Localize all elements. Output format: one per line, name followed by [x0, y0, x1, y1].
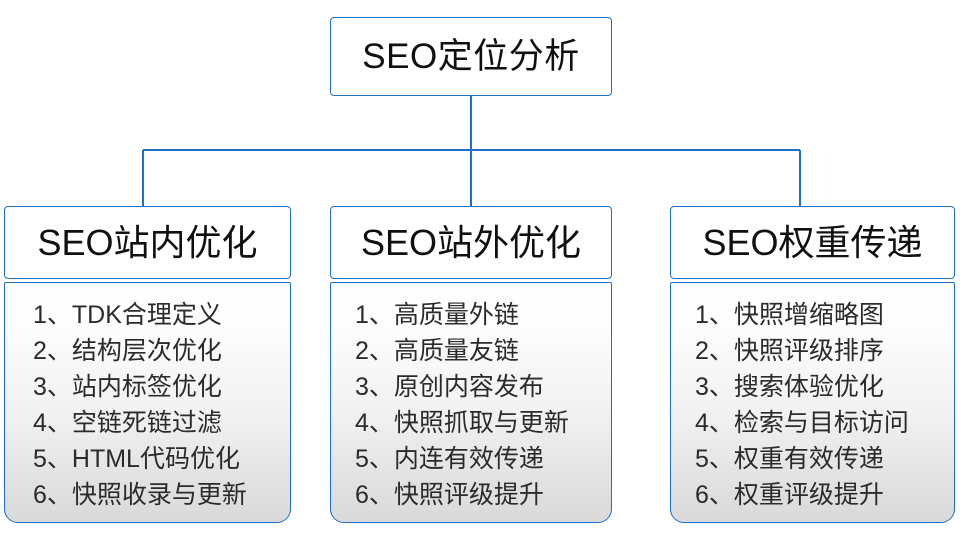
list-item: 6、权重评级提升	[695, 481, 884, 509]
list-item: 2、快照评级排序	[695, 337, 884, 365]
list-item: 6、快照评级提升	[355, 481, 544, 509]
root-node-label: SEO定位分析	[362, 37, 580, 76]
list-item: 2、结构层次优化	[33, 337, 222, 365]
branch-body: 1、高质量外链 2、高质量友链 3、原创内容发布 4、快照抓取与更新 5、内连有…	[330, 282, 612, 523]
list-item: 1、高质量外链	[355, 301, 519, 329]
list-item: 1、快照增缩略图	[695, 301, 884, 329]
list-item: 5、内连有效传递	[355, 445, 544, 473]
branch-body: 1、快照增缩略图 2、快照评级排序 3、搜索体验优化 4、检索与目标访问 5、权…	[670, 282, 955, 523]
list-item: 4、检索与目标访问	[695, 409, 909, 437]
item-list: 1、高质量外链 2、高质量友链 3、原创内容发布 4、快照抓取与更新 5、内连有…	[331, 297, 611, 513]
branch-seo-weight-transfer: SEO权重传递 1、快照增缩略图 2、快照评级排序 3、搜索体验优化 4、检索与…	[670, 206, 955, 523]
branch-body: 1、TDK合理定义 2、结构层次优化 3、站内标签优化 4、空链死链过滤 5、H…	[4, 282, 291, 523]
list-item: 4、空链死链过滤	[33, 409, 222, 437]
branch-title: SEO权重传递	[702, 221, 923, 263]
item-list: 1、快照增缩略图 2、快照评级排序 3、搜索体验优化 4、检索与目标访问 5、权…	[671, 297, 954, 513]
list-item: 5、HTML代码优化	[33, 445, 240, 473]
list-item: 5、权重有效传递	[695, 445, 884, 473]
branch-title: SEO站内优化	[37, 221, 258, 263]
branch-header[interactable]: SEO站外优化	[330, 206, 612, 279]
list-item: 2、高质量友链	[355, 337, 519, 365]
list-item: 1、TDK合理定义	[33, 301, 222, 329]
branch-header[interactable]: SEO权重传递	[670, 206, 955, 279]
list-item: 3、搜索体验优化	[695, 373, 884, 401]
branch-title: SEO站外优化	[360, 221, 582, 263]
list-item: 6、快照收录与更新	[33, 481, 247, 509]
list-item: 4、快照抓取与更新	[355, 409, 569, 437]
list-item: 3、原创内容发布	[355, 373, 544, 401]
branch-header[interactable]: SEO站内优化	[4, 206, 291, 279]
branch-seo-onsite: SEO站内优化 1、TDK合理定义 2、结构层次优化 3、站内标签优化 4、空链…	[4, 206, 291, 523]
list-item: 3、站内标签优化	[33, 373, 222, 401]
root-node[interactable]: SEO定位分析	[330, 17, 612, 96]
branch-seo-offsite: SEO站外优化 1、高质量外链 2、高质量友链 3、原创内容发布 4、快照抓取与…	[330, 206, 612, 523]
item-list: 1、TDK合理定义 2、结构层次优化 3、站内标签优化 4、空链死链过滤 5、H…	[5, 297, 290, 513]
